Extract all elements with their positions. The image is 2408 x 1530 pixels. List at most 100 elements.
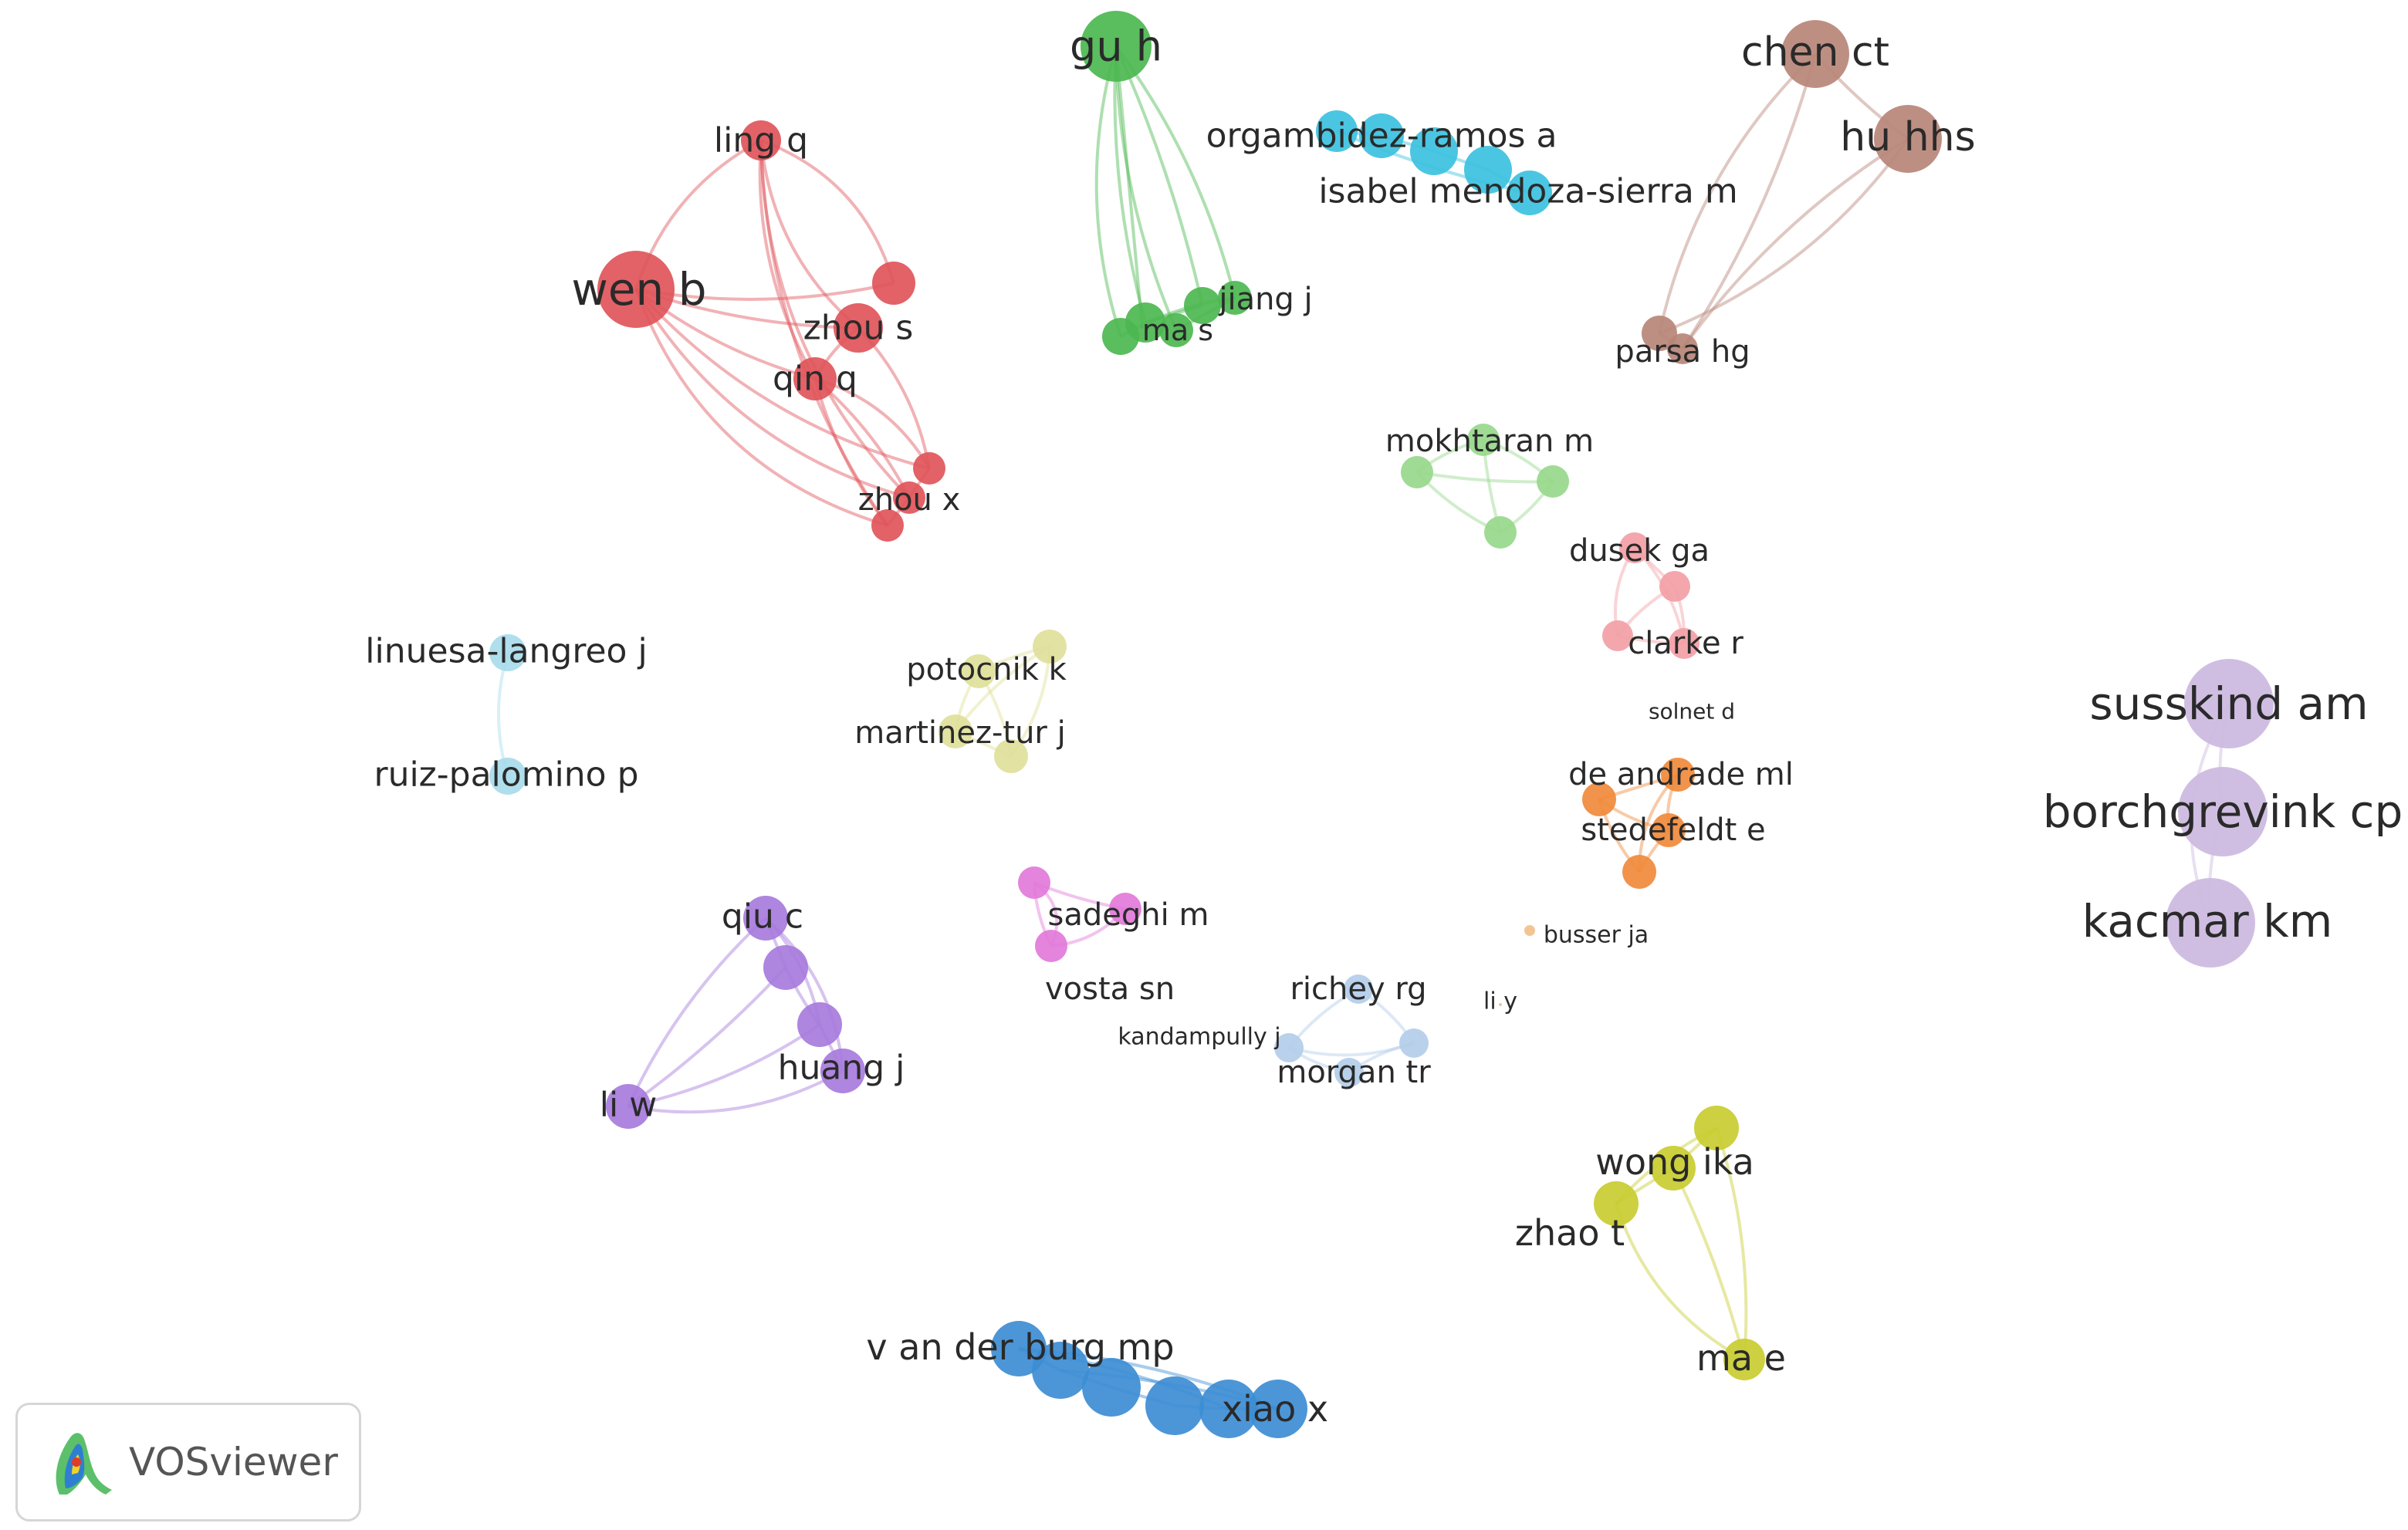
node-p3[interactable] xyxy=(1602,620,1633,651)
node-gu-h[interactable] xyxy=(1081,11,1152,82)
node-clarke-r[interactable] xyxy=(1669,628,1699,659)
node-borchgrevink-cp[interactable] xyxy=(2178,767,2268,856)
link-lg2-to-lg3 xyxy=(1416,471,1554,484)
node-r3[interactable] xyxy=(872,262,915,305)
node-label-morgan-tr: morgan tr xyxy=(1277,1055,1431,1090)
node-ma-e[interactable] xyxy=(1723,1339,1765,1380)
node-label-ma-s: ma s xyxy=(1142,313,1213,347)
node-huang-j[interactable] xyxy=(820,1049,865,1093)
node-martinez-tur-j[interactable] xyxy=(939,714,972,748)
node-isabel-mendoza-sierra-m[interactable] xyxy=(1507,171,1552,215)
link-gu-h-to-g2 xyxy=(1094,46,1122,337)
node-li-w[interactable] xyxy=(606,1084,651,1129)
node-label-martinez-tur-j: martinez-tur j xyxy=(854,715,1065,751)
node-hu-hhs[interactable] xyxy=(1874,105,1942,173)
node-p2[interactable] xyxy=(1659,571,1690,602)
node-chen-ct[interactable] xyxy=(1781,20,1849,88)
node-solnet-d[interactable] xyxy=(1689,710,1692,713)
node-zhou-s[interactable] xyxy=(834,303,883,353)
node-orgambidez-ramos-a[interactable] xyxy=(1359,113,1404,158)
node-ruiz-palomino-p[interactable] xyxy=(489,758,526,795)
link-ling-q-to-r8 xyxy=(759,140,889,527)
node-potocnik-k[interactable] xyxy=(962,654,996,688)
node-xiao-x[interactable] xyxy=(1249,1380,1307,1438)
node-c3[interactable] xyxy=(1410,127,1458,175)
node-lg4[interactable] xyxy=(1484,516,1517,549)
node-label-zhou-s: zhou s xyxy=(803,309,914,348)
node-zhou-x[interactable] xyxy=(893,481,925,514)
node-g7[interactable] xyxy=(1141,326,1144,329)
node-kandampully-j[interactable] xyxy=(1274,1033,1304,1062)
node-de-andrade-ml[interactable] xyxy=(1661,758,1695,792)
node-mokhtaran-m[interactable] xyxy=(1467,424,1500,456)
node-r8[interactable] xyxy=(871,509,904,542)
node-c4[interactable] xyxy=(1464,146,1512,194)
node-qin-q[interactable] xyxy=(793,357,837,400)
node-richey-rg[interactable] xyxy=(1344,974,1373,1004)
node-dusek-ga[interactable] xyxy=(1619,532,1650,563)
link-gu-h-to-g7 xyxy=(1114,46,1144,328)
node-o1[interactable] xyxy=(1033,630,1067,664)
link-wen-b-to-zhou-x xyxy=(634,288,910,499)
node-label-ma-e: ma e xyxy=(1696,1337,1786,1379)
node-morgan-tr[interactable] xyxy=(1334,1058,1364,1087)
node-y1[interactable] xyxy=(1694,1106,1739,1150)
node-v-an-der-burg-mp[interactable] xyxy=(991,1321,1047,1376)
node-stedefeldt-e[interactable] xyxy=(1652,813,1686,847)
node-label-zhou-x: zhou x xyxy=(858,482,961,518)
link-ling-q-to-zhou-s xyxy=(759,140,860,329)
node-or2[interactable] xyxy=(1582,782,1616,816)
node-label-richey-rg: richey rg xyxy=(1290,971,1426,1007)
node-label-susskind-am: susskind am xyxy=(2089,677,2368,730)
node-label-borchgrevink-cp: borchgrevink cp xyxy=(2043,785,2403,838)
node-sadeghi-m[interactable] xyxy=(1109,893,1141,925)
node-b3[interactable] xyxy=(1642,316,1677,351)
link-ling-q-to-zhou-x xyxy=(759,140,911,499)
node-pu2[interactable] xyxy=(763,945,808,990)
node-label-v-an-der-burg-mp: v an der burg mp xyxy=(866,1326,1174,1368)
node-label-potocnik-k: potocnik k xyxy=(906,652,1067,687)
node-o4[interactable] xyxy=(994,739,1028,773)
node-label-li-w: li w xyxy=(600,1086,657,1125)
node-pu3[interactable] xyxy=(797,1002,842,1047)
link-wong-ika-to-ma-e xyxy=(1672,1167,1746,1360)
link-wen-b-to-r8 xyxy=(634,289,888,527)
node-m1[interactable] xyxy=(1018,866,1050,899)
node-pb3[interactable] xyxy=(1399,1028,1429,1058)
node-susskind-am[interactable] xyxy=(2184,659,2274,748)
node-ma-s[interactable] xyxy=(1159,313,1193,347)
node-lg3[interactable] xyxy=(1537,465,1569,498)
node-vosta-sn[interactable] xyxy=(1035,930,1067,962)
links-layer xyxy=(497,45,2230,1410)
node-qiu-c[interactable] xyxy=(743,896,788,941)
node-c1[interactable] xyxy=(1316,110,1358,152)
node-bl4[interactable] xyxy=(1145,1376,1204,1435)
node-label-zhao-t: zhao t xyxy=(1515,1212,1625,1254)
node-linuesa-langreo-j[interactable] xyxy=(489,634,526,671)
node-jiang-j[interactable] xyxy=(1218,281,1252,315)
node-g5[interactable] xyxy=(1184,287,1221,324)
node-bl2[interactable] xyxy=(1032,1342,1089,1399)
node-r6[interactable] xyxy=(913,452,945,485)
link-li-w-to-qiu-c xyxy=(627,917,767,1107)
node-kacmar-km[interactable] xyxy=(2166,878,2255,968)
node-bl3[interactable] xyxy=(1082,1358,1141,1417)
link-qiu-c-to-huang-j xyxy=(764,917,844,1072)
node-wen-b[interactable] xyxy=(597,251,675,328)
node-busser-ja[interactable] xyxy=(1524,925,1535,936)
node-label-parsa-hg: parsa hg xyxy=(1615,334,1750,370)
node-bl5[interactable] xyxy=(1199,1380,1258,1438)
node-label-sadeghi-m: sadeghi m xyxy=(1048,897,1209,933)
node-zhao-t[interactable] xyxy=(1594,1181,1639,1226)
node-ling-q[interactable] xyxy=(741,120,781,160)
node-or4[interactable] xyxy=(1622,855,1656,889)
node-label-ling-q: ling q xyxy=(714,121,808,160)
node-parsa-hg[interactable] xyxy=(1667,333,1698,364)
node-li-y[interactable] xyxy=(1499,1003,1502,1006)
node-lg2[interactable] xyxy=(1401,456,1433,488)
vosviewer-brand-label: VOSviewer xyxy=(129,1440,338,1484)
link-y1-to-ma-e xyxy=(1715,1127,1748,1360)
node-g3[interactable] xyxy=(1125,302,1165,343)
node-wong-ika[interactable] xyxy=(1651,1146,1696,1191)
node-label-isabel-mendoza-sierra-m: isabel mendoza-sierra m xyxy=(1318,172,1737,211)
